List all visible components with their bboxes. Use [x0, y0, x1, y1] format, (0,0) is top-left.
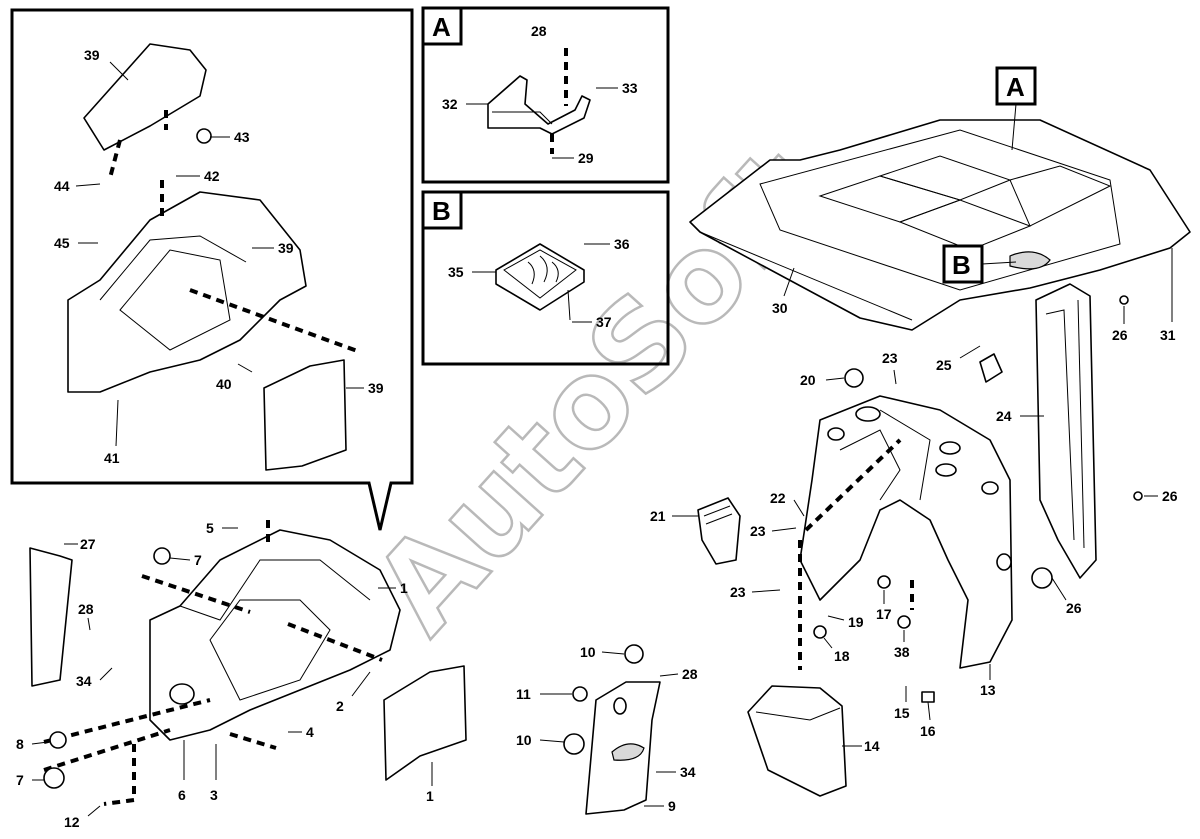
callout-23c: 23	[730, 584, 746, 600]
cover-14	[747, 685, 847, 797]
callout-2: 2	[336, 698, 344, 714]
callout-19: 19	[848, 614, 864, 630]
callout-34b: 34	[76, 673, 92, 689]
callout-28a: 28	[531, 23, 547, 39]
dashboard-console	[799, 395, 1013, 669]
clip-38	[897, 615, 911, 629]
callout-40: 40	[216, 376, 232, 392]
detail-cover	[263, 359, 347, 471]
clip-26-lower	[1031, 567, 1053, 589]
clip-7-lower	[43, 767, 65, 789]
callout-37: 37	[596, 314, 612, 330]
clip-17	[877, 575, 891, 589]
inset-a: A	[421, 6, 670, 184]
clip-11	[572, 686, 588, 702]
callout-28b: 28	[682, 666, 698, 682]
callout-25: 25	[936, 357, 952, 373]
callout-7a: 7	[194, 552, 202, 568]
clip-18	[813, 625, 827, 639]
clip-26-upper	[1119, 295, 1129, 305]
knob-10-top	[624, 644, 644, 664]
callout-36: 36	[614, 236, 630, 252]
callout-13: 13	[980, 682, 996, 698]
callout-16: 16	[920, 723, 936, 739]
vent-20	[844, 368, 864, 388]
callout-23b: 23	[750, 523, 766, 539]
inset-a-label: A	[432, 12, 451, 42]
callout-26b: 26	[1162, 488, 1178, 504]
callout-33: 33	[622, 80, 638, 96]
callout-5: 5	[206, 520, 214, 536]
roof-pointer-a: A	[995, 66, 1037, 151]
callout-1b: 1	[426, 788, 434, 804]
callout-27: 27	[80, 536, 96, 552]
callout-32: 32	[442, 96, 458, 112]
knob-10-lower	[563, 733, 585, 755]
callout-20: 20	[800, 372, 816, 388]
callout-39a: 39	[84, 47, 100, 63]
roof-panel	[689, 119, 1191, 331]
callout-1a: 1	[400, 580, 408, 596]
callout-44: 44	[54, 178, 70, 194]
bracket-25	[979, 353, 1003, 383]
panel-27	[29, 547, 73, 687]
callout-8: 8	[16, 736, 24, 752]
pillar-trim	[1035, 283, 1097, 579]
cover-1	[383, 665, 467, 781]
side-panel-9	[585, 681, 661, 815]
svg-text:B: B	[952, 250, 971, 280]
roof-pointer-b: B	[942, 244, 1017, 284]
callout-9: 9	[668, 798, 676, 814]
clip-26-mid	[1133, 491, 1143, 501]
callout-42: 42	[204, 168, 220, 184]
callout-41: 41	[104, 450, 120, 466]
lower-console	[149, 529, 401, 741]
clip-8	[49, 731, 67, 749]
callout-11: 11	[516, 686, 531, 702]
callout-4: 4	[306, 724, 314, 740]
callout-22: 22	[770, 490, 786, 506]
clip-7-upper	[153, 547, 171, 565]
callout-31: 31	[1160, 327, 1176, 343]
callout-18: 18	[834, 648, 850, 664]
callout-17: 17	[876, 606, 892, 622]
callout-39c: 39	[368, 380, 384, 396]
nut-43	[196, 128, 212, 144]
callout-12: 12	[64, 814, 80, 830]
detail-top-cap	[83, 43, 207, 151]
callout-21: 21	[650, 508, 666, 524]
callout-43: 43	[234, 129, 250, 145]
inset-b: B	[421, 190, 670, 366]
callout-28c: 28	[78, 601, 94, 617]
callout-35: 35	[448, 264, 464, 280]
callout-24: 24	[996, 408, 1012, 424]
callout-34a: 34	[680, 764, 696, 780]
inset-b-label: B	[432, 196, 451, 226]
callout-26c: 26	[1066, 600, 1082, 616]
vent-21	[697, 497, 741, 565]
callout-38: 38	[894, 644, 910, 660]
callout-29: 29	[578, 150, 594, 166]
callouts: 39 43 44 42 45 39 40 39 41 28 32 33 29 3…	[16, 23, 1178, 830]
callout-10a: 10	[580, 644, 596, 660]
callout-6: 6	[178, 787, 186, 803]
callout-45: 45	[54, 235, 70, 251]
callout-3: 3	[210, 787, 218, 803]
callout-15: 15	[894, 705, 910, 721]
clip-16	[921, 691, 935, 703]
callout-14: 14	[864, 738, 880, 754]
detail-console	[67, 191, 307, 393]
fasteners	[43, 128, 1143, 789]
callout-7b: 7	[16, 772, 24, 788]
callout-10b: 10	[516, 732, 532, 748]
detail-frame	[10, 8, 414, 531]
callout-30: 30	[772, 300, 788, 316]
callout-23a: 23	[882, 350, 898, 366]
svg-text:A: A	[1006, 72, 1025, 102]
callout-26a: 26	[1112, 327, 1128, 343]
callout-39b: 39	[278, 240, 294, 256]
dashed-guides	[43, 110, 914, 806]
